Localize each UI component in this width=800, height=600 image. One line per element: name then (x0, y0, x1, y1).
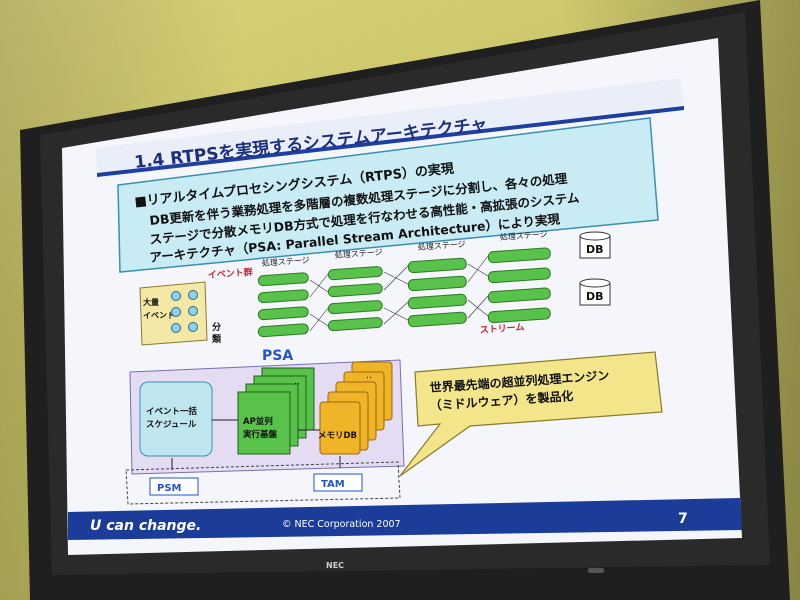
stage-label-4: 処理ステージ (499, 229, 547, 242)
psm-box (149, 477, 199, 496)
classify-label-2: 類 (211, 333, 222, 345)
stage-label-3: 処理ステージ (417, 239, 465, 252)
flow-arrows (171, 419, 341, 470)
footer-copyright: © NEC Corporation 2007 (282, 519, 401, 530)
memdb-ellipsis: ‥ (366, 371, 372, 381)
psm-label: PSM (157, 483, 182, 494)
db-label-2: DB (586, 290, 604, 303)
title-underline (97, 106, 684, 177)
footer-slogan: U can change. (90, 518, 201, 534)
ap-ellipsis: ‥ (294, 377, 300, 387)
memdb-stack (319, 361, 393, 455)
monitor-brand: NEC (326, 561, 344, 570)
title-band (95, 78, 684, 175)
mass-events-label-2: イベント (143, 311, 175, 320)
stage-pipelines (257, 247, 551, 338)
tam-box (313, 473, 363, 492)
ap-label-2: 実行基盤 (243, 429, 278, 440)
ap-label-1: AP並列 (243, 416, 273, 427)
callout-bubble (399, 351, 663, 477)
power-led (588, 568, 604, 573)
event-flow-label: イベント群 (207, 266, 253, 281)
page-number: 7 (678, 511, 688, 527)
db-label-1: DB (586, 243, 604, 256)
ap-stack (237, 367, 315, 455)
stage-label-1: 処理ステージ (261, 255, 309, 268)
batch-schedule-label-1: イベント一括 (146, 406, 198, 417)
mass-events-label-1: 大量 (143, 297, 159, 307)
db-cylinder-1: DB (579, 231, 611, 259)
stream-label: ストリーム (479, 322, 524, 336)
memdb-label: メモリDB (318, 431, 357, 441)
batch-schedule-label-2: スケジュール (146, 420, 197, 430)
stage-label-2: 処理ステージ (334, 247, 382, 260)
management-frame (125, 461, 401, 505)
batch-schedule-box (139, 381, 213, 457)
db-cylinder-2: DB (579, 278, 611, 306)
psa-label: PSA (262, 348, 293, 364)
tam-label: TAM (321, 479, 345, 490)
bullet-box (117, 117, 659, 273)
footer-band (68, 498, 742, 540)
classify-label-1: 分 (212, 321, 221, 333)
event-dots (171, 290, 198, 333)
